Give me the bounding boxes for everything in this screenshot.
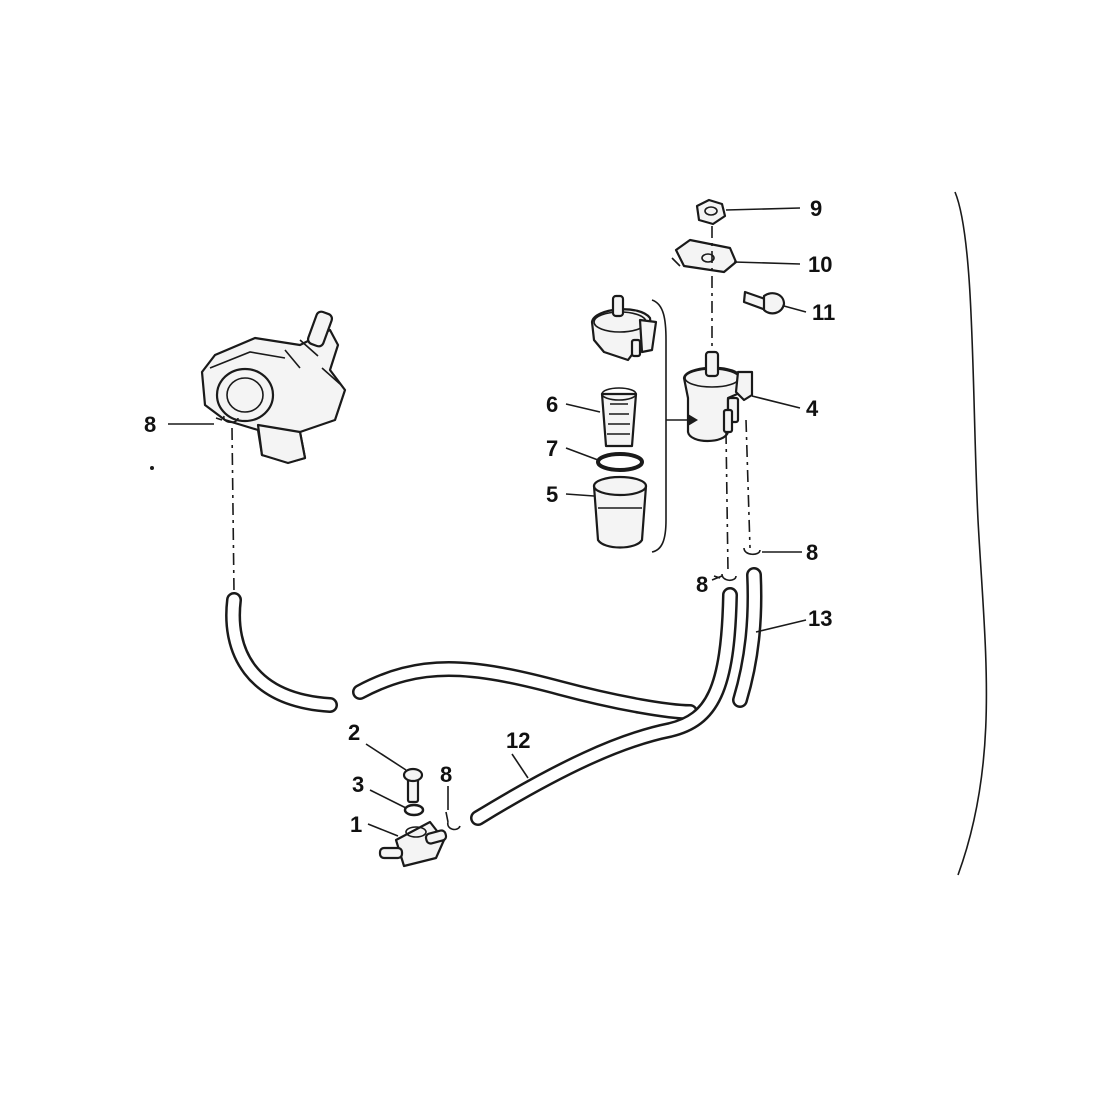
callout-11: 11 — [812, 300, 835, 325]
fuel-hose-carb — [225, 592, 338, 713]
callout-8-filter-left: 8 — [696, 572, 708, 597]
screw — [742, 290, 786, 315]
leader-11 — [783, 305, 807, 313]
centerline-filter-outlet-left — [725, 431, 729, 573]
detail-arrow-head — [688, 414, 698, 426]
leader-2 — [365, 743, 407, 771]
filter-bowl — [592, 475, 648, 549]
callout-5: 5 — [546, 482, 558, 507]
hose-clip-valve — [445, 811, 461, 831]
filter-element — [600, 387, 638, 448]
fuel-hose-long — [352, 661, 698, 720]
centerline-filter-outlet-right — [745, 419, 751, 549]
centerline-carb-hose — [231, 427, 235, 593]
mounting-clamp — [671, 238, 738, 274]
leader-4 — [751, 395, 801, 409]
leader-9 — [725, 207, 801, 211]
leader-5 — [565, 493, 595, 497]
nut — [695, 198, 727, 226]
callout-8-carb: 8 — [144, 412, 156, 437]
leader-3 — [369, 789, 407, 809]
leader-6 — [565, 403, 601, 413]
scan-speck — [150, 466, 154, 470]
callout-13: 13 — [808, 606, 832, 631]
leader-12 — [511, 753, 529, 779]
detail-bracket — [651, 299, 667, 553]
hose-clip-carb — [215, 415, 239, 424]
leader-10 — [733, 261, 801, 265]
hose-clip-filter-right — [743, 547, 770, 556]
callout-2: 2 — [348, 720, 360, 745]
o-ring — [596, 452, 644, 472]
callout-4: 4 — [806, 396, 819, 421]
fuel-hose-12 — [470, 587, 738, 826]
callout-3: 3 — [352, 772, 364, 797]
leader-8c — [711, 575, 723, 581]
callout-7: 7 — [546, 436, 558, 461]
filter-bowl-cover — [590, 294, 658, 362]
callout-1: 1 — [350, 812, 362, 837]
carburetor — [200, 310, 347, 465]
callout-8-filter-right: 8 — [806, 540, 818, 565]
leader-7 — [565, 447, 599, 461]
valve-bolt — [402, 767, 424, 804]
valve-washer — [403, 803, 425, 817]
callout-10: 10 — [808, 252, 832, 277]
callout-6: 6 — [546, 392, 558, 417]
callout-9: 9 — [810, 196, 822, 221]
fuel-hose-13 — [732, 567, 763, 708]
page-edge-line — [954, 191, 988, 876]
fuel-filter-assembly — [682, 350, 754, 443]
callout-12: 12 — [506, 728, 530, 753]
leader-13 — [755, 619, 807, 633]
leader-1 — [367, 823, 399, 837]
fuel-valve — [378, 820, 448, 868]
callout-8-valve: 8 — [440, 762, 452, 787]
